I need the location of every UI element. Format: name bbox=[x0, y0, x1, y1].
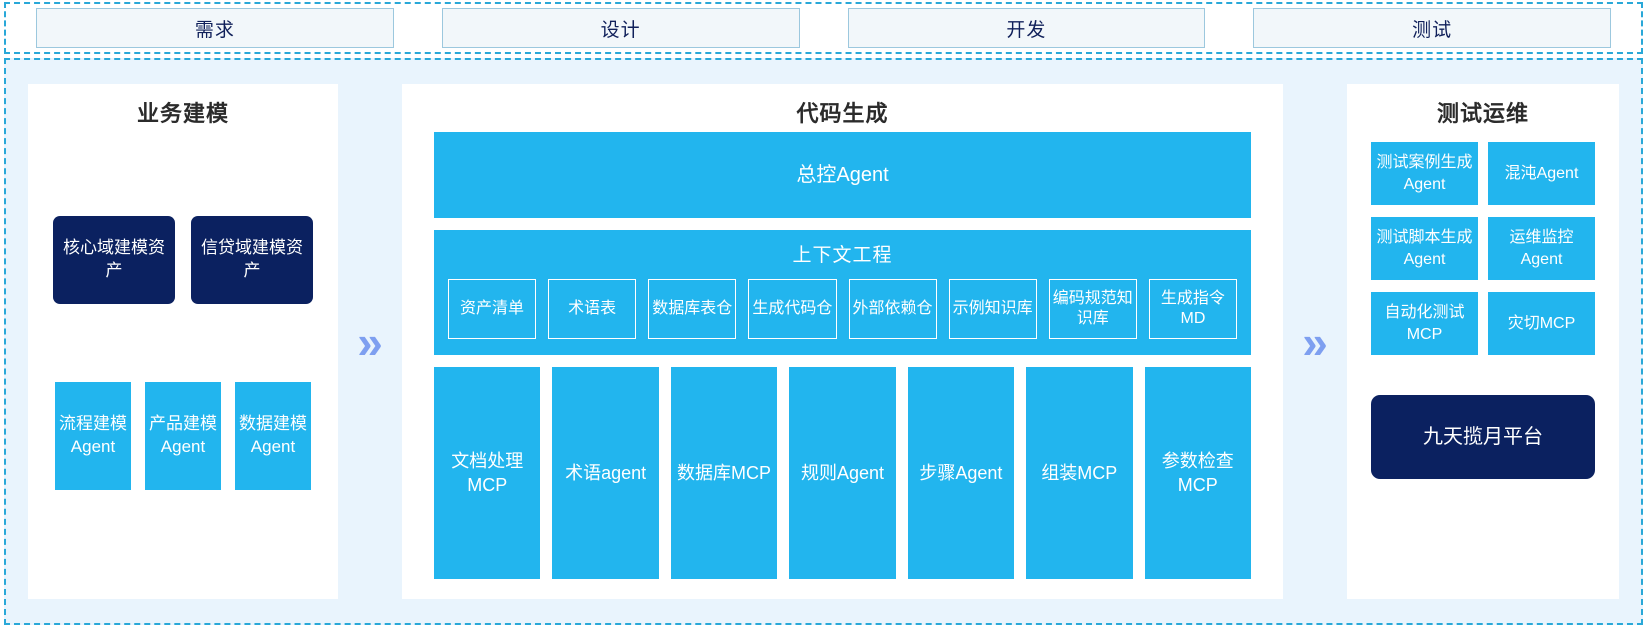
double-chevron-right-icon: » bbox=[338, 84, 402, 599]
code-generation-tools-row: 文档处理MCP 术语agent 数据库MCP 规则Agent 步骤Agent bbox=[434, 367, 1251, 579]
phase-box-development[interactable]: 开发 bbox=[847, 8, 1206, 48]
context-item-generated-code-repo[interactable]: 生成代码仓 bbox=[748, 279, 837, 339]
tool-glossary-agent[interactable]: 术语agent bbox=[552, 367, 659, 579]
panel-title-business-modeling: 业务建模 bbox=[136, 101, 229, 126]
phase-box-testing[interactable]: 测试 bbox=[1253, 8, 1611, 48]
asset-label: 信贷域建模资产 bbox=[201, 237, 303, 280]
item-label: 测试脚本生成Agent bbox=[1376, 228, 1473, 268]
phase-strip: 需求 设计 开发 测试 bbox=[4, 2, 1643, 54]
ops-monitoring-agent[interactable]: 运维监控Agent bbox=[1488, 217, 1595, 280]
context-item-label: 数据库表仓 bbox=[652, 300, 733, 317]
context-item-external-dependency-repo[interactable]: 外部依赖仓 bbox=[848, 279, 937, 339]
context-engineering-panel: 上下文工程 资产清单 术语表 数据库表仓 bbox=[434, 230, 1251, 355]
context-item-label: 术语表 bbox=[568, 300, 617, 317]
master-agent-label: 总控Agent bbox=[796, 163, 889, 186]
context-item-label: 资产清单 bbox=[460, 300, 525, 317]
agent-product-modeling[interactable]: 产品建模Agent bbox=[145, 381, 221, 490]
asset-label: 核心域建模资产 bbox=[63, 237, 165, 280]
context-items-row: 资产清单 术语表 数据库表仓 生成代码仓 bbox=[448, 279, 1237, 339]
asset-credit-domain[interactable]: 信贷域建模资产 bbox=[191, 215, 313, 304]
phase-label: 开发 bbox=[1006, 19, 1047, 41]
context-item-example-knowledge-base[interactable]: 示例知识库 bbox=[948, 279, 1037, 339]
agent-process-modeling[interactable]: 流程建模Agent bbox=[55, 381, 131, 490]
context-item-label: 示例知识库 bbox=[952, 300, 1033, 317]
context-item-coding-standard-knowledge-base[interactable]: 编码规范知识库 bbox=[1048, 279, 1137, 339]
phase-label: 测试 bbox=[1412, 19, 1453, 41]
master-agent-block[interactable]: 总控Agent bbox=[434, 132, 1251, 218]
business-assets-row: 核心域建模资产 信贷域建模资产 bbox=[44, 215, 322, 304]
tool-label: 术语agent bbox=[565, 462, 647, 483]
tool-database-mcp[interactable]: 数据库MCP bbox=[670, 367, 778, 579]
tool-label: 步骤Agent bbox=[919, 462, 1003, 483]
tool-label: 参数检查MCP bbox=[1161, 450, 1234, 495]
item-label: 混沌Agent bbox=[1504, 164, 1579, 182]
test-script-generation-agent[interactable]: 测试脚本生成Agent bbox=[1371, 217, 1478, 280]
tool-label: 文档处理MCP bbox=[451, 450, 524, 495]
tool-label: 组装MCP bbox=[1041, 462, 1118, 483]
column-business-modeling: 业务建模 核心域建模资产 信贷域建模资产 流程建模Agent bbox=[28, 84, 338, 599]
test-operations-body: 测试案例生成Agent 混沌Agent 测试脚本生成Agent 运维监控Agen… bbox=[1363, 132, 1603, 585]
context-engineering-title: 上下文工程 bbox=[792, 245, 893, 266]
arrow-glyph: » bbox=[1302, 315, 1328, 368]
panel-title-code-generation: 代码生成 bbox=[796, 101, 889, 126]
phase-label: 需求 bbox=[194, 19, 235, 41]
context-item-db-table-repo[interactable]: 数据库表仓 bbox=[648, 279, 737, 339]
item-label: 测试案例生成Agent bbox=[1376, 153, 1473, 193]
column-code-generation: 代码生成 总控Agent 上下文工程 资产清单 术语表 bbox=[402, 84, 1283, 599]
context-item-glossary[interactable]: 术语表 bbox=[548, 279, 637, 339]
automated-test-mcp[interactable]: 自动化测试MCP bbox=[1371, 292, 1478, 355]
panel-code-generation: 代码生成 总控Agent 上下文工程 资产清单 术语表 bbox=[402, 84, 1283, 599]
main-area: 业务建模 核心域建模资产 信贷域建模资产 流程建模Agent bbox=[4, 58, 1643, 625]
item-label: 运维监控Agent bbox=[1509, 228, 1574, 268]
context-item-label: 生成指令MD bbox=[1160, 290, 1225, 327]
tool-document-processing-mcp[interactable]: 文档处理MCP bbox=[434, 367, 541, 579]
tool-label: 规则Agent bbox=[800, 462, 884, 483]
context-item-generation-instruction-md[interactable]: 生成指令MD bbox=[1148, 279, 1237, 339]
asset-core-domain[interactable]: 核心域建模资产 bbox=[53, 215, 175, 304]
context-item-asset-list[interactable]: 资产清单 bbox=[448, 279, 537, 339]
business-modeling-body: 核心域建模资产 信贷域建模资产 流程建模Agent 产品建模Agent bbox=[44, 132, 322, 585]
test-case-generation-agent[interactable]: 测试案例生成Agent bbox=[1371, 142, 1478, 205]
tool-label: 数据库MCP bbox=[677, 462, 772, 483]
business-agents-row: 流程建模Agent 产品建模Agent 数据建模Agent bbox=[44, 381, 322, 490]
agent-label: 产品建模Agent bbox=[149, 413, 217, 456]
panel-business-modeling: 业务建模 核心域建模资产 信贷域建模资产 流程建模Agent bbox=[28, 84, 338, 599]
item-label: 自动化测试MCP bbox=[1384, 303, 1465, 343]
panel-title-test-operations: 测试运维 bbox=[1436, 101, 1529, 126]
platform-block[interactable]: 九天揽月平台 bbox=[1371, 395, 1595, 479]
context-item-label: 编码规范知识库 bbox=[1052, 290, 1133, 327]
item-label: 灾切MCP bbox=[1507, 314, 1576, 332]
agent-label: 数据建模Agent bbox=[239, 413, 307, 456]
chaos-agent[interactable]: 混沌Agent bbox=[1488, 142, 1595, 205]
context-item-label: 外部依赖仓 bbox=[852, 300, 933, 317]
panel-test-operations: 测试运维 测试案例生成Agent 混沌Agent 测试脚本生成Agent bbox=[1347, 84, 1619, 599]
phase-box-design[interactable]: 设计 bbox=[441, 8, 800, 48]
column-test-operations: 测试运维 测试案例生成Agent 混沌Agent 测试脚本生成Agent bbox=[1347, 84, 1619, 599]
tool-step-agent[interactable]: 步骤Agent bbox=[907, 367, 1015, 579]
agent-label: 流程建模Agent bbox=[59, 413, 127, 456]
tool-parameter-check-mcp[interactable]: 参数检查MCP bbox=[1144, 367, 1251, 579]
double-chevron-right-icon: » bbox=[1283, 84, 1347, 599]
arrow-glyph: » bbox=[357, 315, 383, 368]
code-generation-body: 总控Agent 上下文工程 资产清单 术语表 数据库表仓 bbox=[418, 132, 1267, 585]
disaster-switch-mcp[interactable]: 灾切MCP bbox=[1488, 292, 1595, 355]
tool-rule-agent[interactable]: 规则Agent bbox=[789, 367, 896, 579]
agent-data-modeling[interactable]: 数据建模Agent bbox=[235, 381, 311, 490]
phase-box-requirements[interactable]: 需求 bbox=[36, 8, 394, 48]
context-item-label: 生成代码仓 bbox=[752, 300, 833, 317]
platform-label: 九天揽月平台 bbox=[1423, 425, 1543, 448]
phase-label: 设计 bbox=[600, 19, 641, 41]
tool-assembly-mcp[interactable]: 组装MCP bbox=[1026, 367, 1133, 579]
test-operations-grid: 测试案例生成Agent 混沌Agent 测试脚本生成Agent 运维监控Agen… bbox=[1371, 142, 1595, 355]
